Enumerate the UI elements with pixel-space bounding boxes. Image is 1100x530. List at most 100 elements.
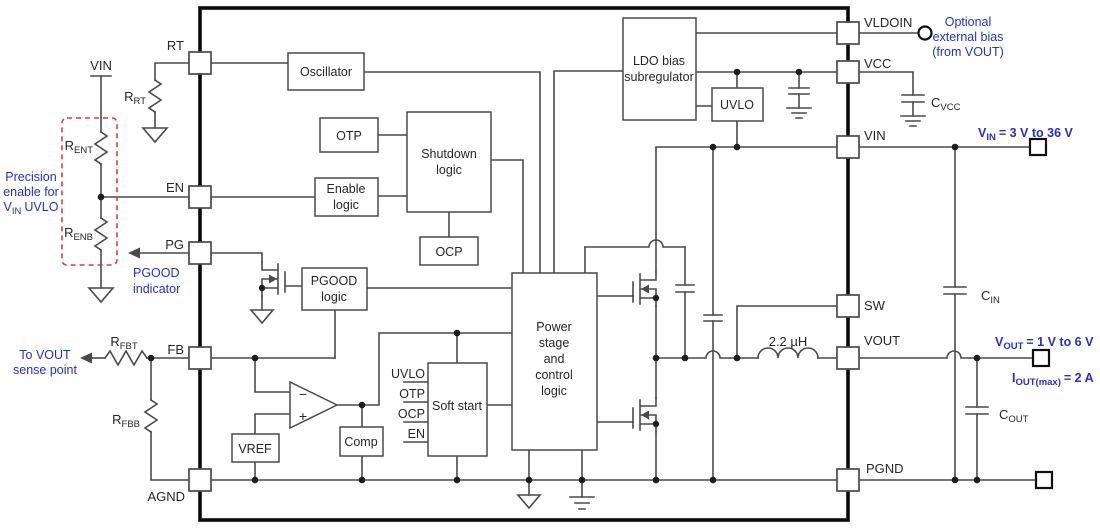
pin-rt <box>188 51 212 75</box>
svg-text:Power: Power <box>536 320 571 334</box>
mosfet-pgood <box>258 261 286 297</box>
note-optional-bias-2: external bias <box>933 30 1004 44</box>
block-comp: Comp <box>339 426 384 457</box>
ground-pgood-fet <box>249 309 275 325</box>
pin-labels: RT EN PG FB AGND VLDOIN VCC VIN SW VOUT … <box>147 15 912 504</box>
amp-minus-symbol: − <box>299 386 307 402</box>
pin-label-vldoin: VLDOIN <box>864 15 912 30</box>
junction-dots <box>97 68 981 484</box>
terminal-vin <box>1028 137 1048 157</box>
label-r-enb: RENB <box>64 225 93 243</box>
ground-earth-vcc-internal <box>786 107 812 119</box>
error-amplifier: − + <box>289 380 339 430</box>
terminal-pgnd <box>1034 470 1054 490</box>
mosfet-high-side <box>632 271 660 307</box>
block-vref: VREF <box>231 433 280 463</box>
svg-text:UVLO: UVLO <box>720 98 754 112</box>
svg-text:logic: logic <box>541 384 567 398</box>
capacitor-vin-bypass <box>703 314 723 322</box>
block-ocp: OCP <box>419 236 479 266</box>
block-oscillator: Oscillator <box>287 52 365 91</box>
capacitor-cvcc <box>901 94 925 103</box>
svg-text:PGOOD: PGOOD <box>311 274 358 288</box>
soft-start-input-en: EN <box>408 427 425 441</box>
pin-vin <box>836 135 860 159</box>
svg-text:logic: logic <box>436 163 462 177</box>
terminals <box>917 25 1054 490</box>
block-otp: OTP <box>319 117 379 153</box>
pin-label-fb: FB <box>167 342 184 357</box>
block-uvlo: UVLO <box>711 87 764 122</box>
label-c-in: CIN <box>981 288 1000 306</box>
pin-label-vout: VOUT <box>864 333 900 348</box>
soft-start-input-ocp: OCP <box>398 407 425 421</box>
svg-text:Comp: Comp <box>344 435 377 449</box>
label-r-fbb: RFBB <box>112 412 140 430</box>
svg-text:Oscillator: Oscillator <box>300 65 352 79</box>
soft-start-input-labels: UVLO OTP OCP EN <box>391 367 425 441</box>
svg-text:OTP: OTP <box>336 129 362 143</box>
label-r-ent: RENT <box>65 138 94 156</box>
capacitor-vcc-internal <box>788 87 810 95</box>
svg-text:logic: logic <box>333 198 359 212</box>
label-c-out: COUT <box>999 407 1029 425</box>
ground-rrt <box>141 127 169 144</box>
pin-fb <box>188 346 212 370</box>
annotations: Optional external bias (from VOUT) Preci… <box>3 15 1094 388</box>
note-precision-enable-1: Precision <box>5 170 56 184</box>
pin-pgnd <box>836 468 860 492</box>
pin-label-rt: RT <box>167 38 184 53</box>
pin-label-pg: PG <box>165 237 184 252</box>
note-optional-bias-1: Optional <box>945 15 992 29</box>
svg-text:stage: stage <box>539 336 570 350</box>
note-iout-max: IOUT(max)= 2 A <box>1012 371 1094 388</box>
pin-vldoin <box>836 21 860 45</box>
block-shutdown-logic: Shutdown logic <box>406 111 492 213</box>
pin-label-vcc: VCC <box>864 56 891 71</box>
note-pgood-indicator-2: indicator <box>133 282 180 296</box>
wires <box>90 32 1037 498</box>
pgood-indicator-arrow <box>128 247 140 259</box>
note-pgood-indicator-1: PGOOD <box>133 266 180 280</box>
label-r-fbt: RFBT <box>110 334 138 352</box>
terminal-vout <box>1031 348 1051 368</box>
block-ldo-bias-subregulator: LDO bias subregulator <box>622 17 697 121</box>
note-vout-sense-1: To VOUT <box>19 348 71 362</box>
pin-label-agnd: AGND <box>147 489 185 504</box>
note-vin-range: VIN= 3 V to 36 V <box>978 126 1073 143</box>
vout-sense-arrow <box>80 352 92 364</box>
capacitor-bootstrap <box>675 284 695 293</box>
ground-divider <box>87 287 115 304</box>
capacitor-cout <box>965 406 989 415</box>
pin-en <box>188 185 212 209</box>
block-enable-logic: Enable logic <box>314 177 379 217</box>
block-soft-start: Soft start <box>427 362 488 457</box>
precision-enable-region <box>61 117 118 266</box>
svg-text:logic: logic <box>321 290 347 304</box>
pin-sw <box>836 294 860 318</box>
note-vout-sense-2: sense point <box>13 363 77 377</box>
pin-pg <box>188 241 212 265</box>
pin-vout <box>836 346 860 370</box>
soft-start-input-otp: OTP <box>399 387 425 401</box>
pin-label-sw: SW <box>864 298 886 313</box>
mosfet-low-side <box>632 397 660 433</box>
terminal-vldoin-external <box>917 25 933 41</box>
note-precision-enable-2: enable for <box>3 185 59 199</box>
label-r-rt: RRT <box>124 89 146 107</box>
note-optional-bias-3: (from VOUT) <box>932 45 1004 59</box>
pin-agnd <box>188 468 212 492</box>
vin-node-label: VIN <box>90 58 112 73</box>
svg-text:Shutdown: Shutdown <box>421 147 477 161</box>
pin-label-vin: VIN <box>864 128 886 143</box>
note-vout-range: VOUT= 1 V to 6 V <box>995 335 1094 352</box>
pin-label-en: EN <box>166 180 184 195</box>
svg-text:VREF: VREF <box>238 442 272 456</box>
ground-earth-cvcc <box>900 115 926 127</box>
ground-earth-powerstage <box>569 496 595 510</box>
svg-text:and: and <box>544 352 565 366</box>
svg-text:Soft start: Soft start <box>432 399 483 413</box>
ground-agnd-symbol <box>516 494 542 510</box>
